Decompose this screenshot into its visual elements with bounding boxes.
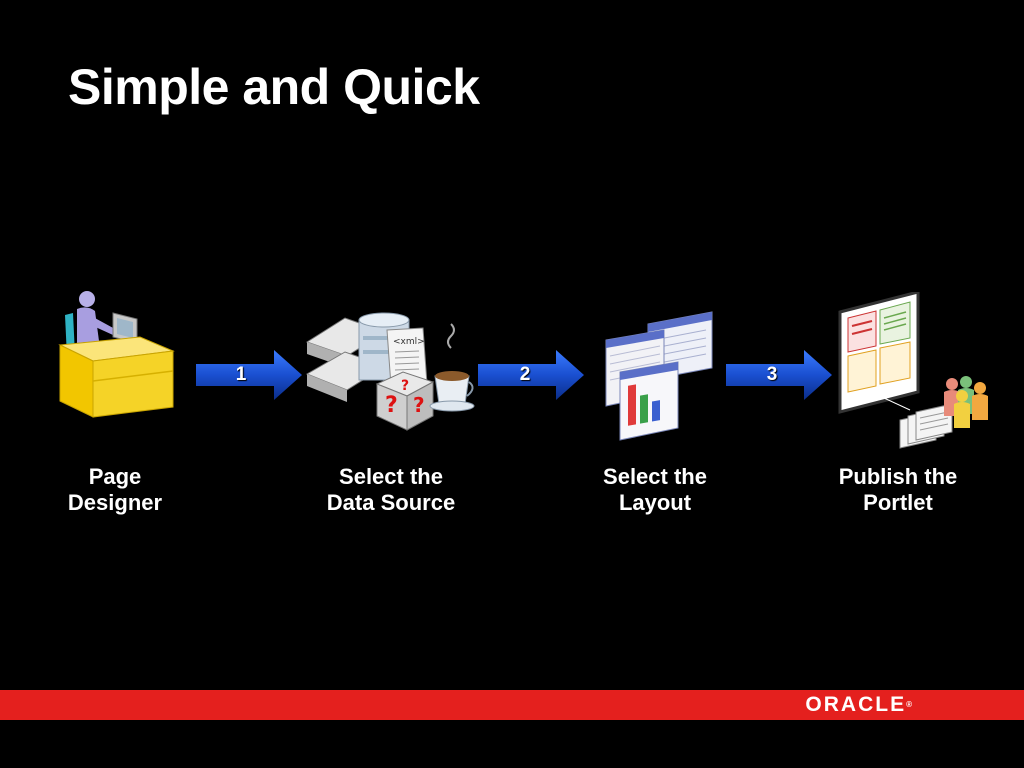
svg-text:?: ? <box>385 393 398 418</box>
slide-title: Simple and Quick <box>68 59 480 115</box>
step-label-layout: Select the Layout <box>565 464 745 516</box>
arrow-right-icon <box>726 350 832 400</box>
step-label-line: Select the <box>339 464 443 489</box>
step-number-1: 1 <box>235 364 247 385</box>
arrow-right-icon <box>196 350 302 400</box>
step-label-line: Data Source <box>326 490 456 515</box>
page-designer-illustration <box>58 291 175 418</box>
svg-text:?: ? <box>401 378 409 394</box>
step-arrow-1: 1 <box>196 350 302 400</box>
step-label-line: Layout <box>618 490 692 515</box>
step-label-line: Select the <box>603 464 707 489</box>
registered-mark: ® <box>906 700 912 709</box>
arrow-right-icon <box>478 350 584 400</box>
xml-tag-text: <xml> <box>393 337 425 347</box>
step-number-2: 2 <box>519 364 531 385</box>
step-label-page-designer: Page Designer <box>25 464 205 516</box>
step-number-3: 3 <box>766 364 778 385</box>
step-arrow-3: 3 <box>726 350 832 400</box>
logo-text: ORACLE <box>805 693 907 716</box>
svg-text:?: ? <box>413 393 425 417</box>
step-label-line: Page <box>88 464 142 489</box>
data-source-illustration: <xml> ? ? ? <box>305 312 475 431</box>
step-arrow-2: 2 <box>478 350 584 400</box>
footer-bar <box>0 690 1024 720</box>
step-label-portlet: Publish the Portlet <box>808 464 988 516</box>
step-label-line: Designer <box>67 490 163 515</box>
step-label-data-source: Select the Data Source <box>301 464 481 516</box>
step-label-line: Publish the <box>838 464 958 489</box>
layout-illustration <box>605 311 713 441</box>
publish-portlet-illustration <box>838 292 988 449</box>
oracle-logo: ORACLE® <box>805 693 912 717</box>
step-label-line: Portlet <box>863 490 933 515</box>
